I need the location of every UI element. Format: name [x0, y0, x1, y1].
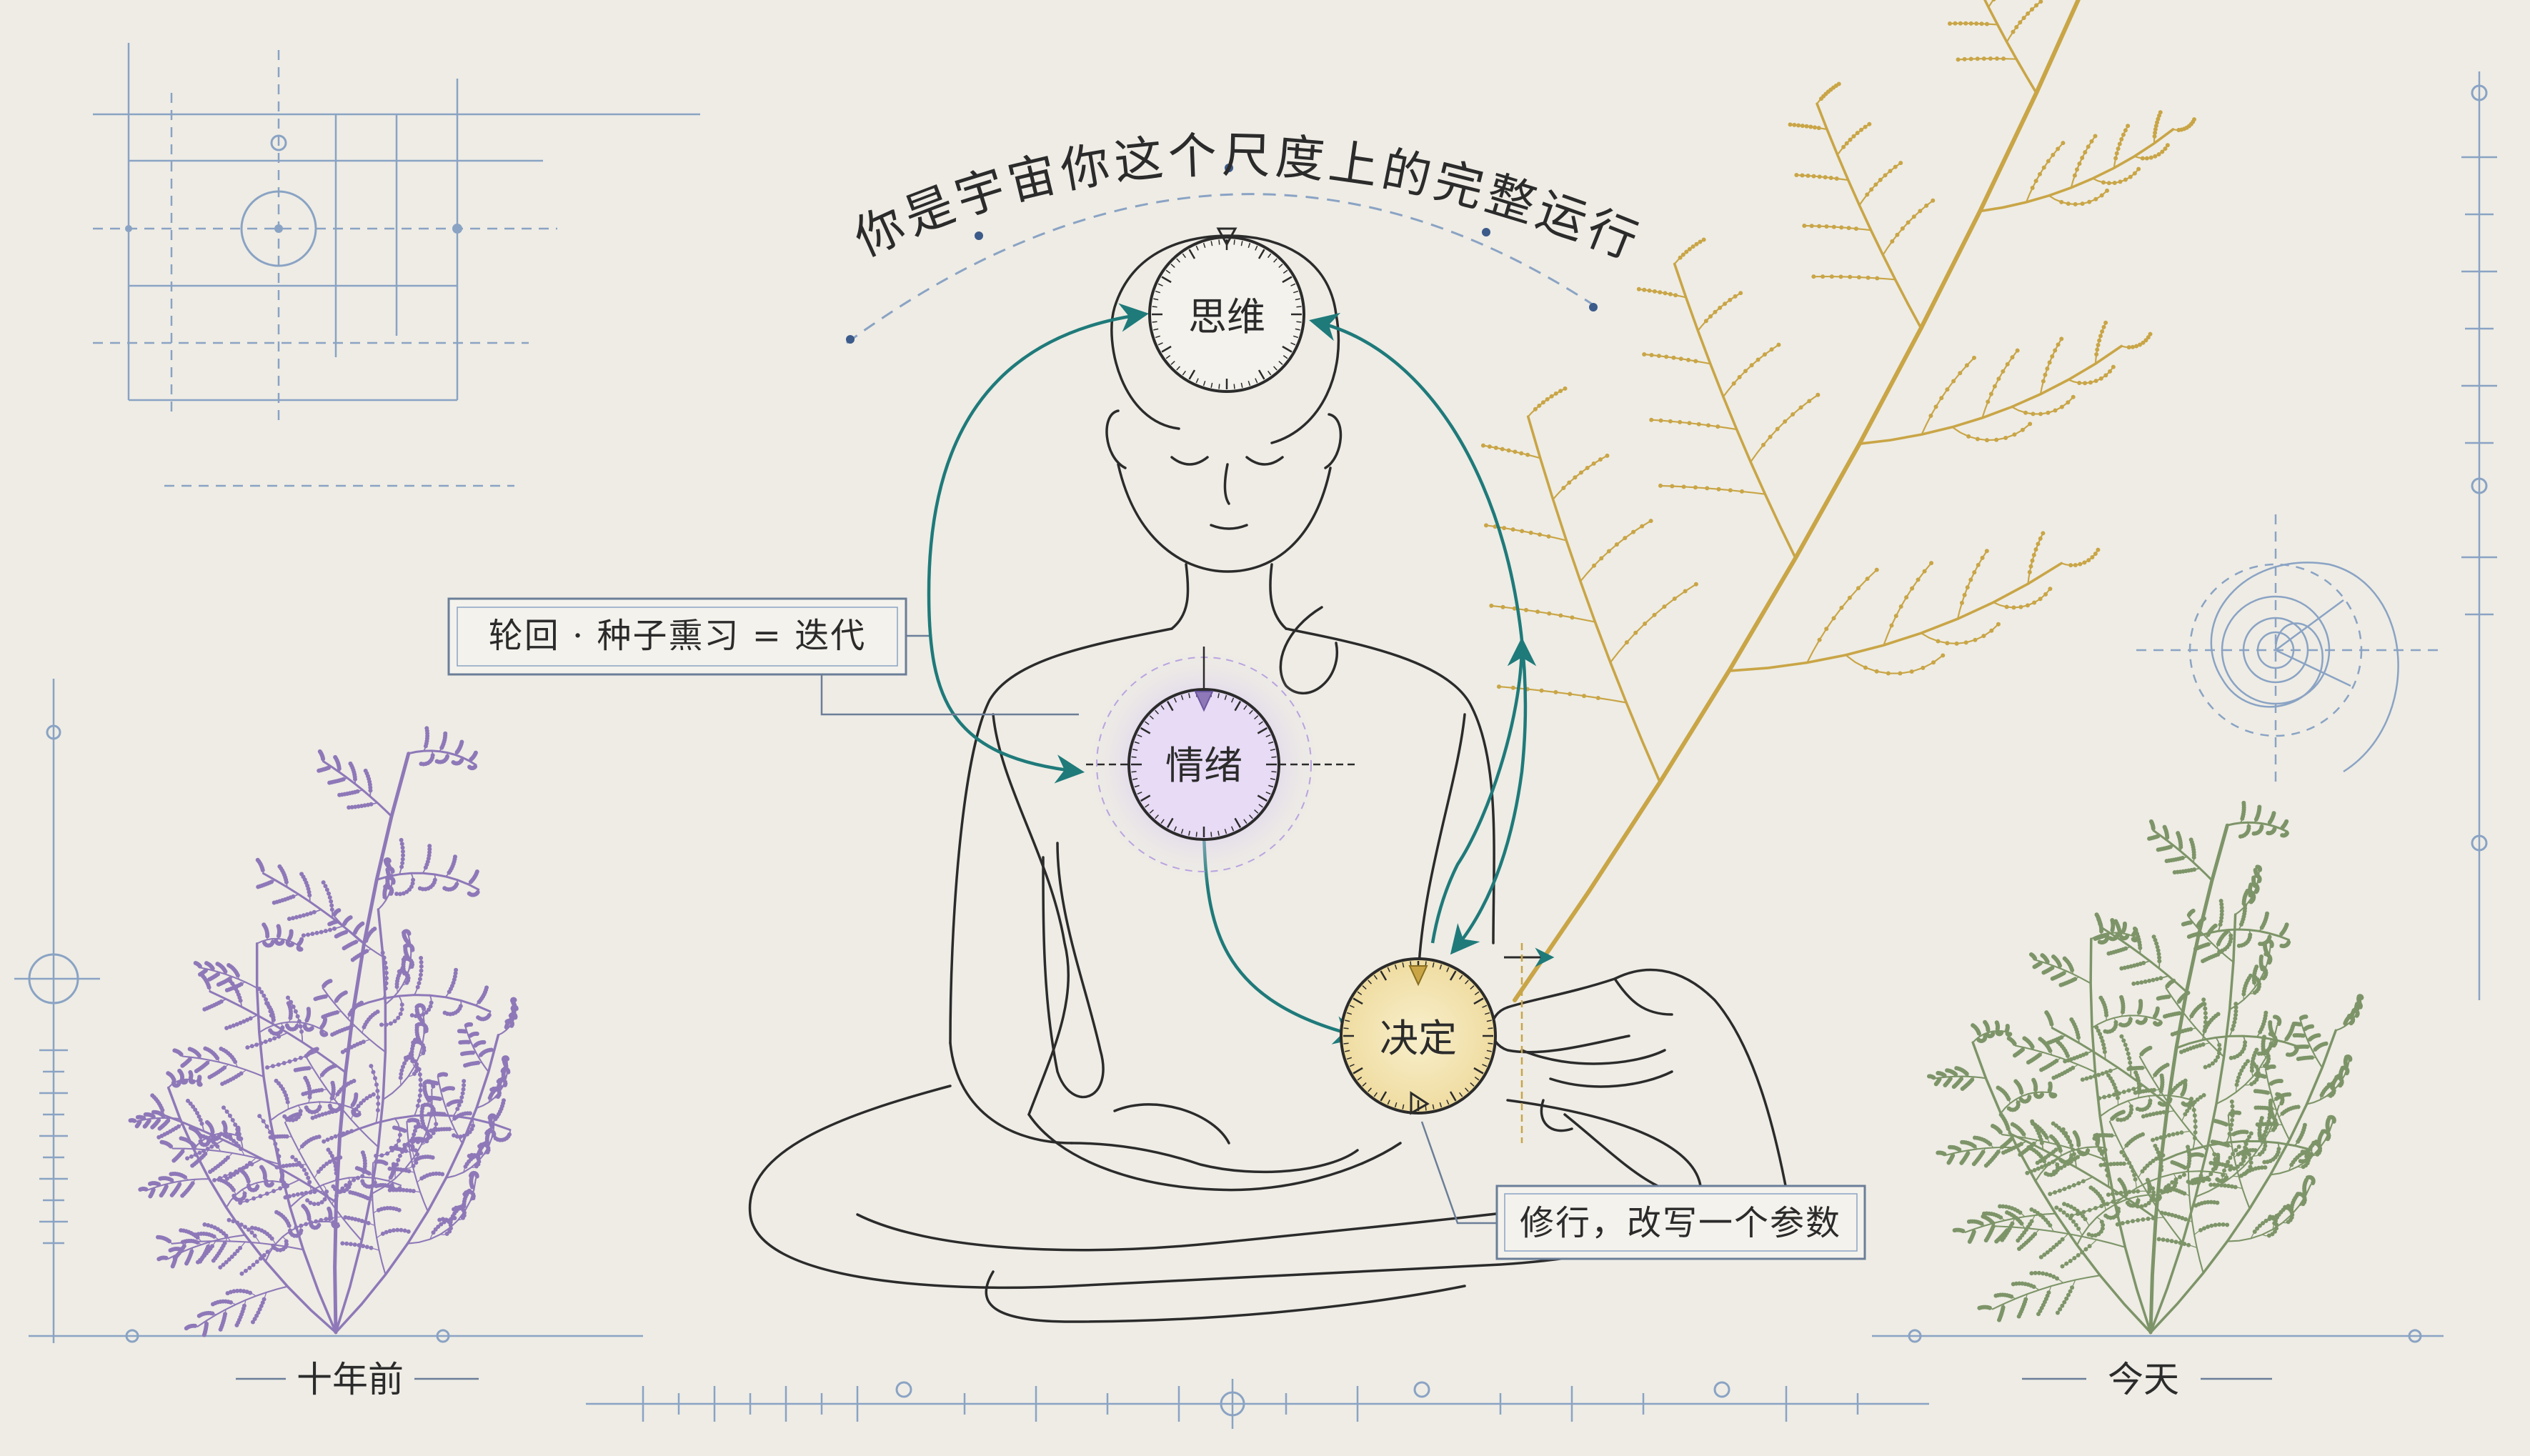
iteration-callout: 轮回 · 种子熏习 = 迭代 [449, 599, 1079, 714]
decision-node[interactable]: 决定 [1341, 943, 1550, 1143]
arc-dot [1482, 228, 1490, 236]
decision-label: 决定 [1380, 1016, 1457, 1061]
arc-dot [975, 231, 983, 240]
blueprint-ruler-left [14, 679, 643, 1343]
arc-dot [1589, 303, 1598, 311]
fern-today [1927, 801, 2364, 1332]
emotion-node[interactable]: 情绪 [1082, 643, 1358, 886]
caption-today: 今天 [2022, 1359, 2272, 1400]
blueprint-spiral [2136, 514, 2444, 786]
practice-callout: 修行，改写一个参数 [1422, 1122, 1865, 1259]
caption-past: 十年前 [236, 1359, 479, 1400]
fern-past [129, 726, 519, 1337]
thinking-node[interactable]: 思维 [1150, 229, 1304, 392]
blueprint-grid-top-left [93, 43, 700, 486]
thinking-label: 思维 [1188, 294, 1265, 339]
practice-label: 修行，改写一个参数 [1520, 1203, 1841, 1243]
iteration-label: 轮回 · 种子熏习 = 迭代 [489, 616, 867, 656]
fern-golden [1481, 0, 2232, 1000]
emotion-label: 情绪 [1165, 743, 1242, 788]
arc-dot [846, 335, 855, 344]
blueprint-ruler-bottom [586, 1379, 1929, 1429]
